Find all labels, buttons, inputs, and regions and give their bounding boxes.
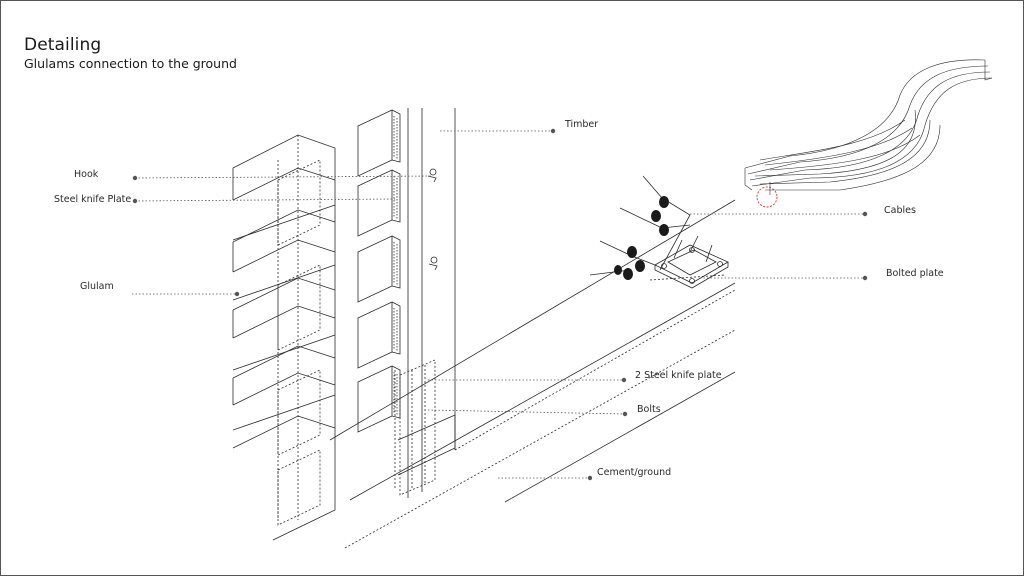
hook-marker <box>132 175 138 181</box>
bolts-marker <box>622 411 628 417</box>
timber-marker <box>550 128 556 134</box>
label-glulam: Glulam <box>80 281 114 292</box>
cement-ground-marker <box>587 475 593 481</box>
label-bolts: Bolts <box>637 404 661 415</box>
label-2-steel-knife-plate: 2 Steel knife plate <box>635 370 722 381</box>
label-hook: Hook <box>74 169 99 180</box>
bolted-plate-assembly <box>649 235 729 289</box>
bolted-plate-marker <box>862 275 868 281</box>
label-cement-ground: Cement/ground <box>597 467 672 478</box>
page-subtitle: Glulams connection to the ground <box>24 56 237 71</box>
timber-column <box>394 108 456 498</box>
steel-knife-plates <box>357 109 401 433</box>
two-steel-knife-plate-marker <box>621 377 627 383</box>
steel-knife-plate-marker <box>132 198 138 204</box>
cables-bridge <box>744 59 993 195</box>
label-timber: Timber <box>565 119 599 130</box>
highlight-circle <box>756 186 778 208</box>
label-steel-knife-plate: Steel knife Plate <box>54 194 132 205</box>
glulam-stack <box>232 134 336 541</box>
label-bolted-plate: Bolted plate <box>886 268 944 279</box>
page-title: Detailing <box>24 35 102 55</box>
cables-marker <box>862 211 868 217</box>
label-cables: Cables <box>884 205 916 216</box>
ground-plane <box>329 199 736 549</box>
glulam-marker <box>234 291 240 297</box>
